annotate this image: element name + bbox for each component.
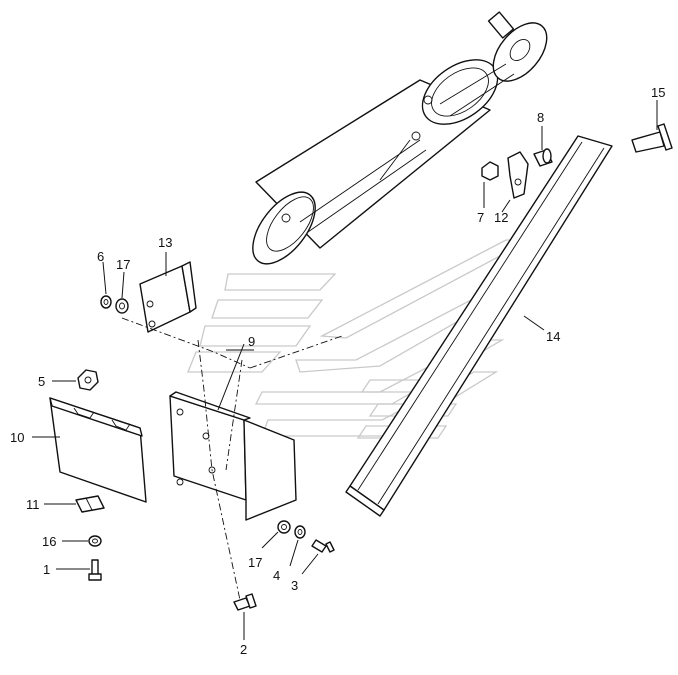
block-part-11 — [75, 495, 105, 513]
washer-part-17-upper — [115, 298, 129, 314]
callout-labels: 1 2 3 4 5 6 7 8 9 10 11 12 13 14 15 16 1… — [10, 85, 665, 657]
callout-5: 5 — [38, 374, 45, 389]
washer-part-4 — [294, 525, 306, 539]
screw-part-3 — [311, 539, 335, 553]
screw-part-1 — [88, 559, 102, 581]
callout-12: 12 — [494, 210, 508, 225]
washer-part-16 — [88, 535, 102, 547]
tube-assembly — [252, 11, 548, 265]
bracket-part-12 — [507, 151, 529, 199]
nut-part-6 — [100, 295, 112, 309]
callout-14: 14 — [546, 329, 560, 344]
nut-part-7 — [481, 161, 499, 181]
plate-part-13 — [139, 261, 197, 333]
callout-7: 7 — [477, 210, 484, 225]
trough-part-14 — [345, 135, 613, 517]
callout-17-lower: 17 — [248, 555, 262, 570]
callout-13: 13 — [158, 235, 172, 250]
screw-part-2 — [233, 593, 257, 611]
callout-16: 16 — [42, 534, 56, 549]
assembly-lines — [121, 317, 343, 601]
callout-4: 4 — [273, 568, 280, 583]
washer-part-17-lower — [277, 520, 291, 534]
bracket-part-9 — [169, 391, 297, 521]
callout-8: 8 — [537, 110, 544, 125]
callout-1: 1 — [43, 562, 50, 577]
callout-15: 15 — [651, 85, 665, 100]
callout-10: 10 — [10, 430, 24, 445]
cover-part-10 — [49, 397, 147, 503]
spacer-part-8 — [533, 148, 553, 167]
bolt-part-15 — [631, 123, 673, 153]
leader-lines — [32, 100, 658, 640]
callout-2: 2 — [240, 642, 247, 657]
callout-3: 3 — [291, 578, 298, 593]
callout-6: 6 — [97, 249, 104, 264]
callout-17-upper: 17 — [116, 257, 130, 272]
callout-9: 9 — [248, 334, 255, 349]
callout-11: 11 — [26, 497, 40, 512]
nut-part-5 — [77, 369, 99, 391]
